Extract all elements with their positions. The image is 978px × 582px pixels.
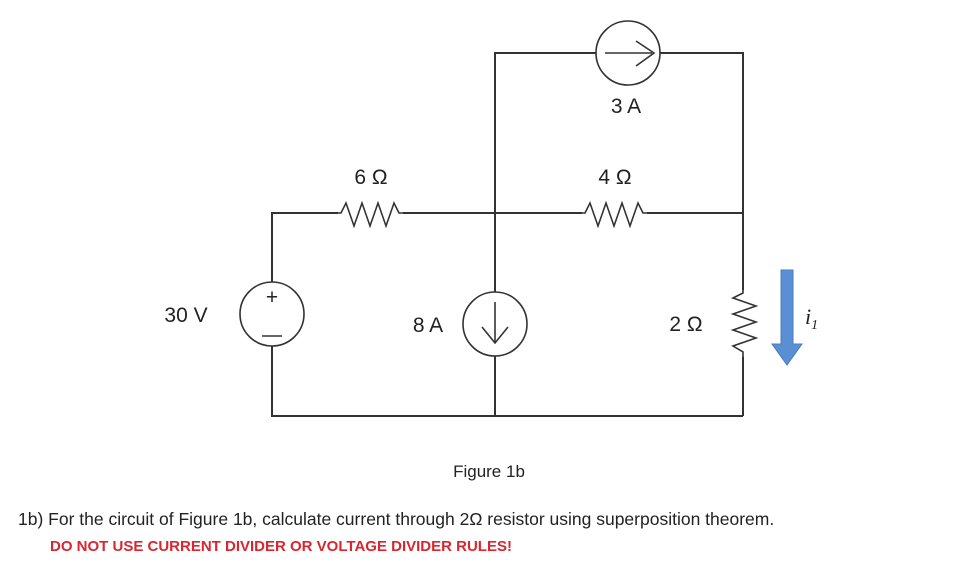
current-source-8a-label: 8 A — [413, 314, 443, 337]
current-i1-indicator: i1 — [771, 269, 818, 366]
current-source-3a-label: 3 A — [611, 95, 641, 118]
figure-caption: Figure 1b — [453, 462, 525, 481]
resistor-6-ohm-label: 6 Ω — [354, 166, 387, 189]
current-source-3a: 3 A — [595, 20, 661, 118]
resistor-6-ohm: 6 Ω — [338, 166, 403, 229]
question-text: 1b) For the circuit of Figure 1b, calcul… — [18, 509, 775, 529]
current-i1-label: i1 — [805, 304, 818, 333]
wire-mid-up — [494, 52, 596, 213]
warning-text: DO NOT USE CURRENT DIVIDER OR VOLTAGE DI… — [50, 538, 512, 555]
blue-down-arrow-icon — [771, 269, 803, 366]
wire-3a-right — [660, 52, 744, 213]
resistor-2-ohm: 2 Ω — [669, 290, 759, 357]
plus-sign: + — [266, 286, 278, 309]
resistor-2-ohm-label: 2 Ω — [669, 313, 702, 336]
current-source-8a: 8 A — [413, 291, 528, 357]
wire-left-top — [271, 212, 338, 282]
voltage-source-30v: + 30 V — [164, 281, 305, 347]
resistor-4-ohm: 4 Ω — [582, 166, 647, 229]
wire-left-bottom — [271, 346, 743, 417]
voltage-source-label: 30 V — [164, 304, 207, 327]
circuit-diagram: + 30 V 6 Ω 8 A 3 A 4 Ω 2 Ω i1 — [164, 20, 818, 417]
resistor-4-ohm-label: 4 Ω — [598, 166, 631, 189]
wires — [271, 52, 744, 417]
